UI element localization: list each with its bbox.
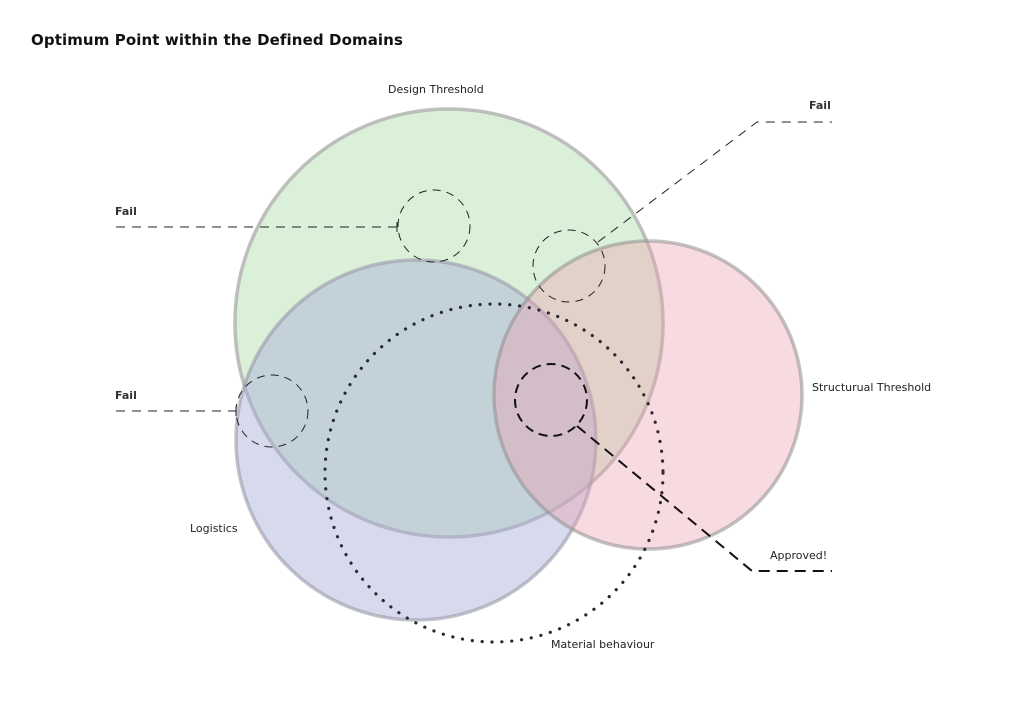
fail-marker-upper-right [532,121,832,303]
fail-label-left: Fail [115,389,137,402]
fail-label-design: Fail [115,205,137,218]
structural-threshold-circle [492,239,804,551]
structural-threshold-label: Structurual Threshold [812,381,932,394]
design-threshold-label: Design Threshold [388,83,484,96]
fail-label-upper-right: Fail [809,99,831,112]
material-behaviour-circle [323,302,665,644]
approved-label: Approved! [770,549,828,562]
fail-marker-design [116,189,471,263]
page-title: Optimum Point within the Defined Domains [31,31,403,49]
logistics-label: Logistics [190,522,238,535]
fail-marker-left [116,374,309,448]
logistics-circle [234,258,598,622]
design-threshold-circle [233,107,665,539]
material-behaviour-label: Material behaviour [551,638,655,651]
approved-marker [514,363,832,572]
